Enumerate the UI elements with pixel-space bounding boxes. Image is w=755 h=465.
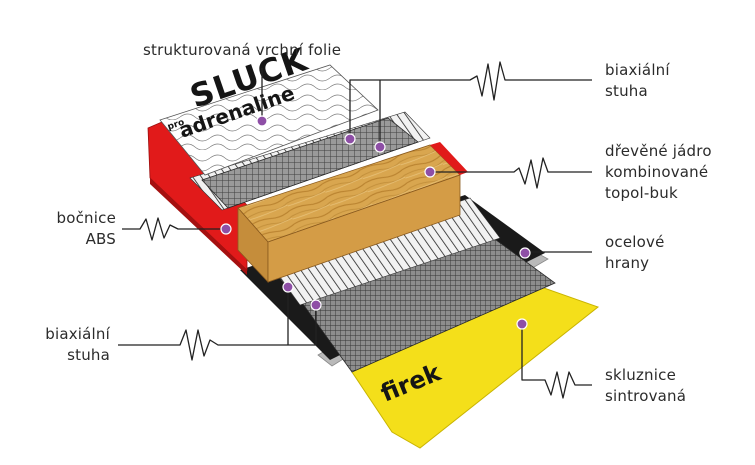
- label-steel-edges-line1: ocelové: [605, 233, 665, 251]
- marker-sidewall: [220, 223, 232, 235]
- label-sidewall: bočnice ABS: [28, 208, 116, 250]
- leader-biaxial-bottom: [118, 288, 317, 361]
- marker-biaxial-top-1: [344, 133, 356, 145]
- label-top-foil-text: strukturovaná vrchní folie: [143, 41, 342, 59]
- label-sidewall-line1: bočnice: [56, 209, 116, 227]
- label-biaxial-top: biaxiální stuha: [605, 60, 670, 102]
- marker-biaxial-bottom-1: [282, 281, 294, 293]
- label-wood-core: dřevěné jádro kombinované topol-buk: [605, 141, 712, 204]
- label-wood-core-line1: dřevěné jádro: [605, 142, 712, 160]
- wood-core-end-red: [430, 142, 468, 175]
- marker-base: [516, 318, 528, 330]
- label-steel-edges: ocelové hrany: [605, 232, 665, 274]
- label-base-line1: skluznice: [605, 366, 676, 384]
- label-biaxial-top-line1: biaxiální: [605, 61, 670, 79]
- label-steel-edges-line2: hrany: [605, 254, 650, 272]
- marker-top-foil: [256, 115, 268, 127]
- label-base-line2: sintrovaná: [605, 387, 687, 405]
- label-biaxial-bottom-line2: stuha: [67, 346, 110, 364]
- leader-base: [521, 324, 592, 399]
- topsheet-layer: [159, 64, 379, 176]
- upper-mesh-layer: [201, 117, 419, 209]
- label-biaxial-top-line2: stuha: [605, 82, 648, 100]
- label-biaxial-bottom: biaxiální stuha: [22, 324, 110, 366]
- marker-biaxial-top-2: [374, 141, 386, 153]
- wood-core-side: [267, 174, 461, 283]
- label-wood-core-line2: kombinované: [605, 163, 709, 181]
- leader-sidewall: [122, 217, 225, 241]
- label-base: skluznice sintrovaná: [605, 365, 686, 407]
- leader-wood-core: [430, 157, 592, 189]
- marker-biaxial-bottom-2: [310, 299, 322, 311]
- label-wood-core-line3: topol-buk: [605, 184, 678, 202]
- label-sidewall-line2: ABS: [85, 230, 116, 248]
- abs-sidewall-front: [150, 178, 247, 275]
- label-top-foil: strukturovaná vrchní folie: [143, 40, 341, 61]
- marker-steel-edges: [519, 247, 531, 259]
- marker-wood-core: [424, 166, 436, 178]
- label-biaxial-bottom-line1: biaxiální: [45, 325, 110, 343]
- leader-biaxial-top: [349, 61, 592, 146]
